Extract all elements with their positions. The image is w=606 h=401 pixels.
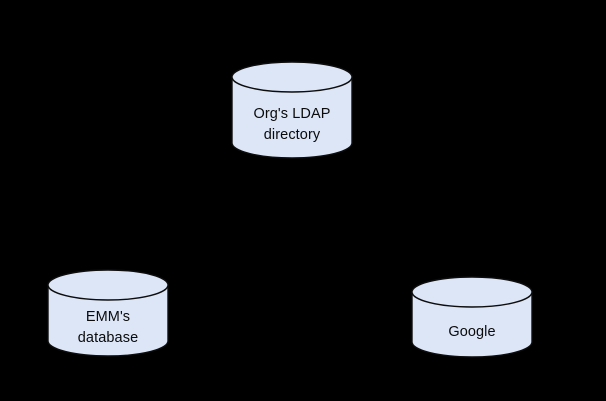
node-emm-database[interactable]: EMM's database [47,269,169,357]
database-cylinder-icon [231,61,353,159]
database-cylinder-icon [411,276,533,358]
node-ldap-directory[interactable]: Org's LDAP directory [231,61,353,159]
database-cylinder-icon [47,269,169,357]
node-google[interactable]: Google [411,276,533,358]
